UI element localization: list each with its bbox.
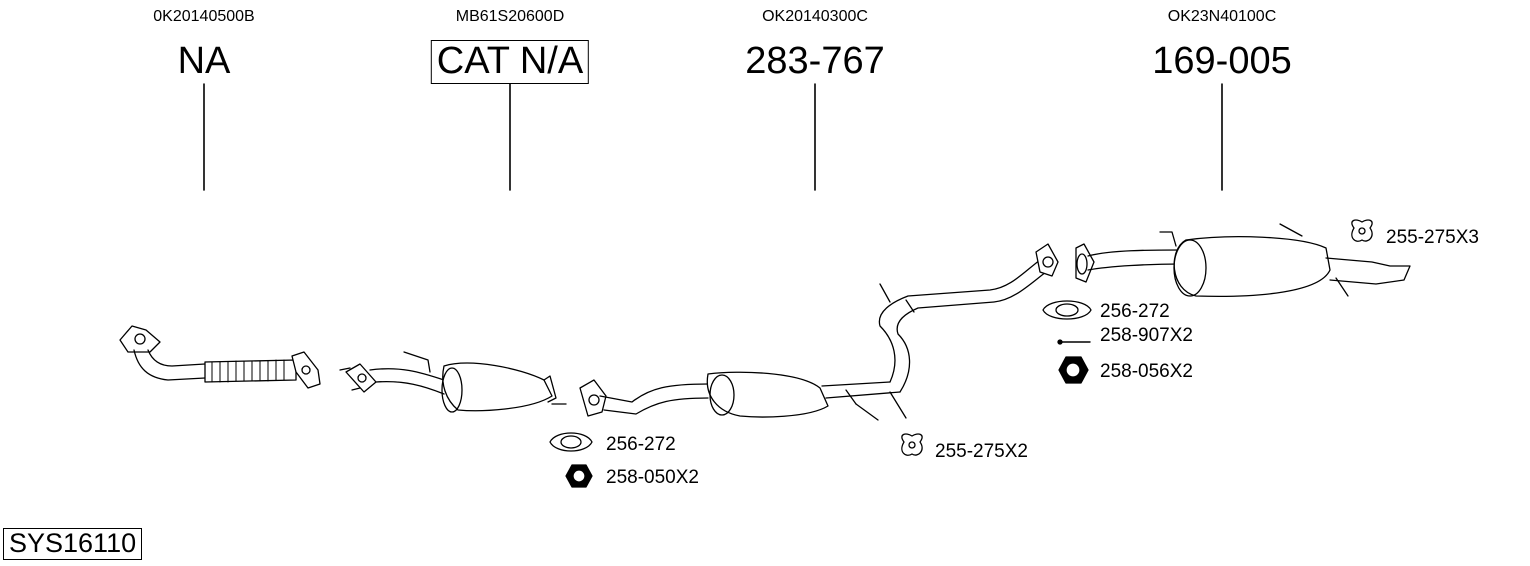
accessory-label: 258-907X2	[1100, 325, 1193, 346]
part-number-front-pipe: NA	[177, 40, 231, 82]
part-number-rear-muffler: 169-005	[1152, 40, 1292, 82]
front-pipe-part	[119, 325, 321, 389]
rubber-hanger-icon	[901, 433, 923, 456]
gasket-icon	[549, 432, 593, 452]
accessory-label: 255-275X2	[935, 441, 1028, 462]
catalytic-converter-part	[339, 351, 567, 413]
part-number-middle-muffler: 283-767	[745, 40, 885, 82]
oe-number-middle-muffler: OK20140300C	[762, 8, 868, 25]
nut-icon	[1058, 356, 1089, 384]
accessory-label: 258-050X2	[606, 467, 699, 488]
accessory-label: 256-272	[606, 434, 676, 455]
nut-icon	[565, 464, 593, 488]
oe-number-rear-muffler: OK23N40100C	[1167, 8, 1277, 25]
part-number-catalytic-converter: CAT N/A	[430, 40, 590, 84]
system-id: SYS16110	[3, 528, 143, 560]
middle-muffler-part	[579, 243, 1059, 421]
rubber-hanger-icon	[1351, 219, 1373, 242]
accessory-label: 258-056X2	[1100, 361, 1193, 382]
accessory-label: 256-272	[1100, 301, 1170, 322]
oe-number-front-pipe: 0K20140500B	[153, 8, 255, 25]
accessory-label: 255-275X3	[1386, 227, 1479, 248]
gasket-icon	[1042, 300, 1092, 320]
rear-muffler-part	[1075, 223, 1411, 297]
bolt-icon	[1057, 339, 1091, 345]
leader-lines	[203, 83, 1223, 191]
oe-number-catalytic-converter: MB61S20600D	[455, 8, 565, 25]
